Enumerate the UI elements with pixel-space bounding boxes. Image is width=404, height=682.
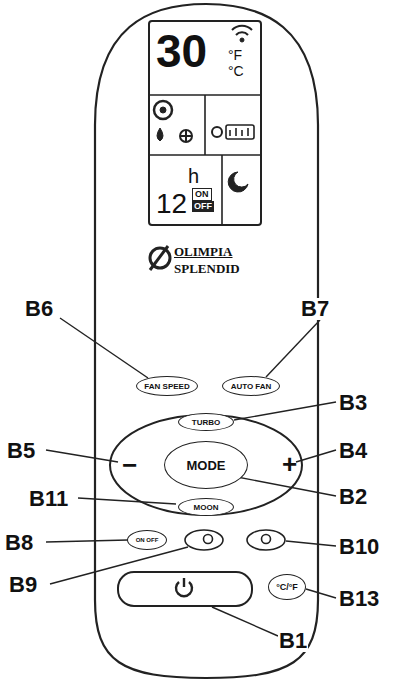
moon-button: MOON bbox=[178, 498, 234, 516]
button-label: FAN SPEED bbox=[144, 382, 189, 391]
callout-number: B13 bbox=[338, 588, 380, 610]
brand-text: OLIMPIA bbox=[174, 245, 233, 258]
clock-icon bbox=[204, 535, 213, 544]
button-label: MOON bbox=[194, 503, 219, 512]
clock-icon bbox=[262, 535, 271, 544]
logo-symbol bbox=[150, 246, 170, 270]
timer-on-indicator: ON bbox=[192, 188, 212, 201]
callout-number: B8 bbox=[4, 532, 34, 554]
callout-number: B3 bbox=[338, 392, 368, 414]
power-button bbox=[118, 572, 252, 606]
plus-sign: + bbox=[282, 451, 297, 477]
lcd-icons bbox=[154, 26, 254, 192]
timer-off-button bbox=[247, 530, 285, 550]
timer-on-button bbox=[185, 530, 223, 550]
fan-speed-button: FAN SPEED bbox=[136, 376, 197, 396]
timer-off-indicator: OFF bbox=[192, 201, 214, 212]
minus-sign: − bbox=[122, 452, 137, 478]
button-label: MODE bbox=[187, 458, 226, 473]
callout-number: B6 bbox=[24, 298, 54, 320]
temperature-digits: 30 bbox=[156, 28, 207, 74]
unit-symbol: °C bbox=[228, 64, 244, 78]
callout-number: B2 bbox=[338, 486, 368, 508]
turbo-button: TURBO bbox=[178, 413, 234, 431]
mode-button: MODE bbox=[164, 441, 248, 489]
button-label: °C/°F bbox=[276, 582, 298, 592]
power-icon bbox=[183, 578, 185, 587]
callout-number: B10 bbox=[338, 536, 380, 558]
lcd-screen: 30 °F °C 12hONOFF bbox=[148, 20, 262, 226]
unit-symbol: °F bbox=[228, 48, 242, 62]
timer-digits: 12 bbox=[156, 190, 187, 218]
unit-button: °C/°F bbox=[268, 574, 306, 600]
button-label: AUTO FAN bbox=[231, 382, 272, 391]
auto-fan-button: AUTO FAN bbox=[222, 376, 280, 396]
button-label: TURBO bbox=[192, 418, 220, 427]
callout-number: B7 bbox=[300, 298, 330, 320]
leader-lines bbox=[46, 318, 336, 636]
callout-number: B9 bbox=[8, 574, 38, 596]
callout-number: B5 bbox=[6, 440, 36, 462]
callout-number: B11 bbox=[28, 488, 69, 510]
callout-number: B1 bbox=[278, 630, 308, 652]
lcd-grid bbox=[148, 95, 262, 225]
callout-number: B4 bbox=[338, 440, 368, 462]
remote-body bbox=[95, 4, 318, 678]
on-off-timer-button: ON OFF bbox=[127, 530, 167, 550]
button-label: ON OFF bbox=[136, 537, 159, 543]
hour-symbol: h bbox=[188, 166, 199, 186]
brand-text: SPLENDID bbox=[174, 262, 240, 275]
